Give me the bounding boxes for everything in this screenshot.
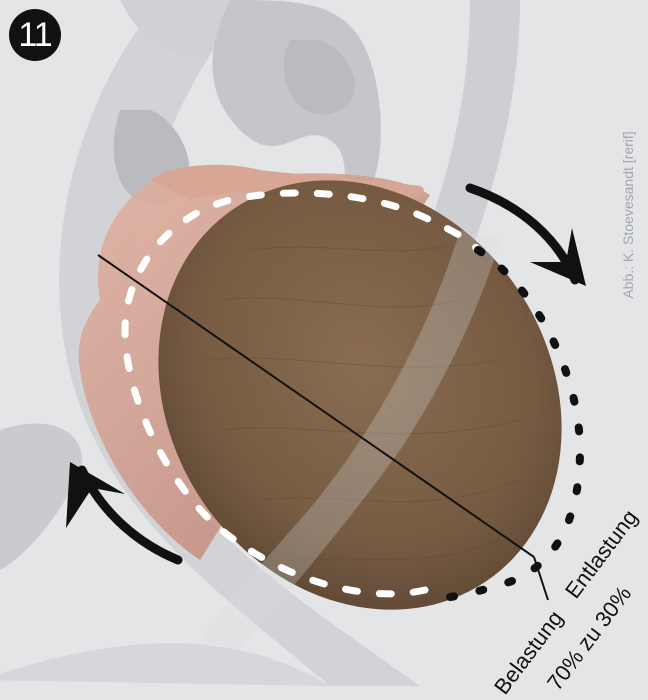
head [77, 102, 644, 686]
divider-tick [534, 557, 548, 600]
figure-number-badge: 11 [9, 9, 61, 61]
image-credit: Abb.: K. Stoevesandt [rerif] [620, 131, 636, 298]
